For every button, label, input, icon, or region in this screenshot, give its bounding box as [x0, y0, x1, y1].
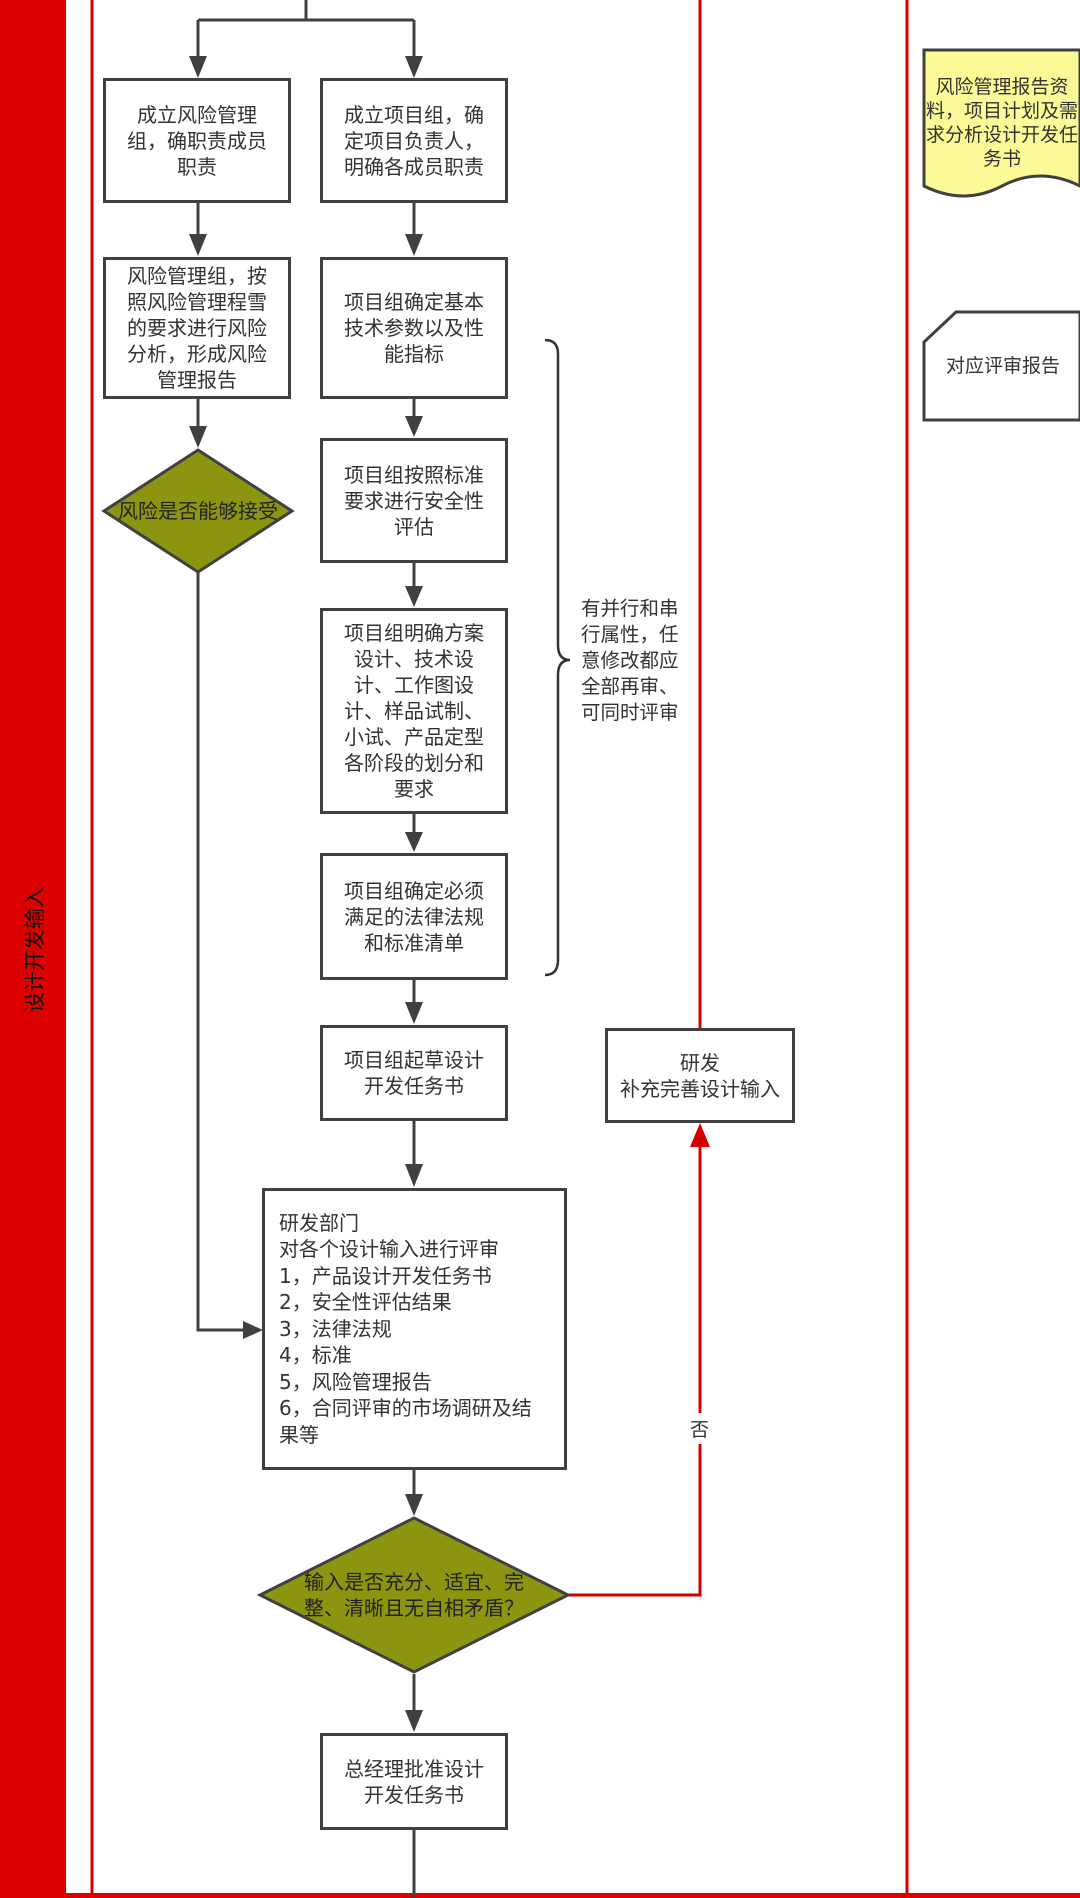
process-safety-eval-text: 项目组按照标准要求进行安全性评估 [344, 462, 484, 539]
process-phase-plan-text: 项目组明确方案设计、技术设计、工作图设计、样品试制、小试、产品定型各阶段的划分和… [344, 621, 484, 801]
lane-bar-bottom [0, 1893, 1080, 1898]
connector-risk-group-to-analysis [189, 203, 207, 256]
connector-analysis-to-accept [189, 399, 207, 448]
feedback-no-label: 否 [689, 1413, 711, 1444]
connector-regulations-to-draft [405, 980, 423, 1024]
lane-label: 设计开发输入 [2, 880, 66, 1020]
decision-input-check: 输入是否充分、适宜、完整、清晰且无自相矛盾？ [290, 1564, 538, 1626]
document-doc2-text: 对应评审报告 [945, 355, 1060, 377]
decision-input-check-shape [256, 1516, 572, 1674]
process-supplement: 研发 补充完善设计输入 [605, 1028, 795, 1123]
connector-params-to-safety [405, 399, 423, 437]
process-project-group-text: 成立项目组，确定项目负责人，明确各成员职责 [344, 102, 484, 179]
process-risk-group: 成立风险管理组，确职责成员职责 [103, 78, 291, 203]
process-draft-task: 项目组起草设计开发任务书 [320, 1025, 508, 1121]
process-review-text: 研发部门 对各个设计输入进行评审 1，产品设计开发任务书 2，安全性评估结果 3… [279, 1210, 532, 1447]
document-shape-doc1 [922, 48, 1080, 198]
connector-review-to-check [405, 1470, 423, 1516]
feedback-loop-no [568, 0, 710, 1597]
document-doc1: 风险管理报告资料，项目计划及需求分析设计开发任务书 [926, 75, 1078, 171]
connector-accept-to-review [196, 572, 263, 1339]
process-phase-plan: 项目组明确方案设计、技术设计、工作图设计、样品试制、小试、产品定型各阶段的划分和… [320, 608, 508, 814]
process-gm-approve: 总经理批准设计开发任务书 [320, 1733, 508, 1830]
connector-check-to-approve [405, 1674, 423, 1732]
process-supplement-text: 研发 补充完善设计输入 [620, 1050, 780, 1101]
process-tech-params: 项目组确定基本技术参数以及性能指标 [320, 257, 508, 399]
decision-input-check-text: 输入是否充分、适宜、完整、清晰且无自相矛盾？ [304, 1570, 524, 1620]
connector-safety-to-phase [405, 563, 423, 607]
top-split-arrows [189, 20, 423, 78]
process-gm-approve-text: 总经理批准设计开发任务书 [344, 1756, 484, 1807]
process-tech-params-text: 项目组确定基本技术参数以及性能指标 [344, 290, 484, 366]
lane-label-text: 设计开发输入 [23, 887, 47, 1013]
process-project-group: 成立项目组，确定项目负责人，明确各成员职责 [320, 78, 508, 203]
parallel-brace [544, 338, 571, 977]
parallel-note-text: 有并行和串行属性，任意修改都应全部再审、可同时评审 [581, 597, 679, 724]
connector-phase-to-regulations [405, 814, 423, 852]
feedback-no-label-text: 否 [690, 1419, 710, 1441]
connector-draft-to-review [405, 1121, 423, 1187]
process-risk-analysis: 风险管理组，按照风险管理程雪的要求进行风险分析，形成风险管理报告 [103, 257, 291, 399]
document-shape-doc2 [922, 310, 1080, 422]
top-split-connector [198, 0, 414, 22]
process-safety-eval: 项目组按照标准要求进行安全性评估 [320, 438, 508, 563]
connector-project-to-params [405, 203, 423, 256]
process-risk-analysis-text: 风险管理组，按照风险管理程雪的要求进行风险分析，形成风险管理报告 [127, 264, 267, 392]
process-review: 研发部门 对各个设计输入进行评审 1，产品设计开发任务书 2，安全性评估结果 3… [262, 1188, 567, 1470]
decision-risk-accept: 风险是否能够接受 [112, 478, 284, 544]
process-risk-group-text: 成立风险管理组，确职责成员职责 [127, 102, 267, 179]
decision-risk-accept-shape [101, 448, 295, 574]
document-doc1-text: 风险管理报告资料，项目计划及需求分析设计开发任务书 [926, 76, 1079, 170]
document-doc2: 对应评审报告 [930, 354, 1076, 378]
process-regulations-text: 项目组确定必须满足的法律法规和标准清单 [344, 878, 484, 955]
process-regulations: 项目组确定必须满足的法律法规和标准清单 [320, 853, 508, 980]
decision-risk-accept-text: 风险是否能够接受 [118, 499, 278, 523]
parallel-note: 有并行和串行属性，任意修改都应全部再审、可同时评审 [581, 596, 691, 726]
process-draft-task-text: 项目组起草设计开发任务书 [344, 1048, 484, 1098]
lane-bar [0, 0, 66, 1898]
